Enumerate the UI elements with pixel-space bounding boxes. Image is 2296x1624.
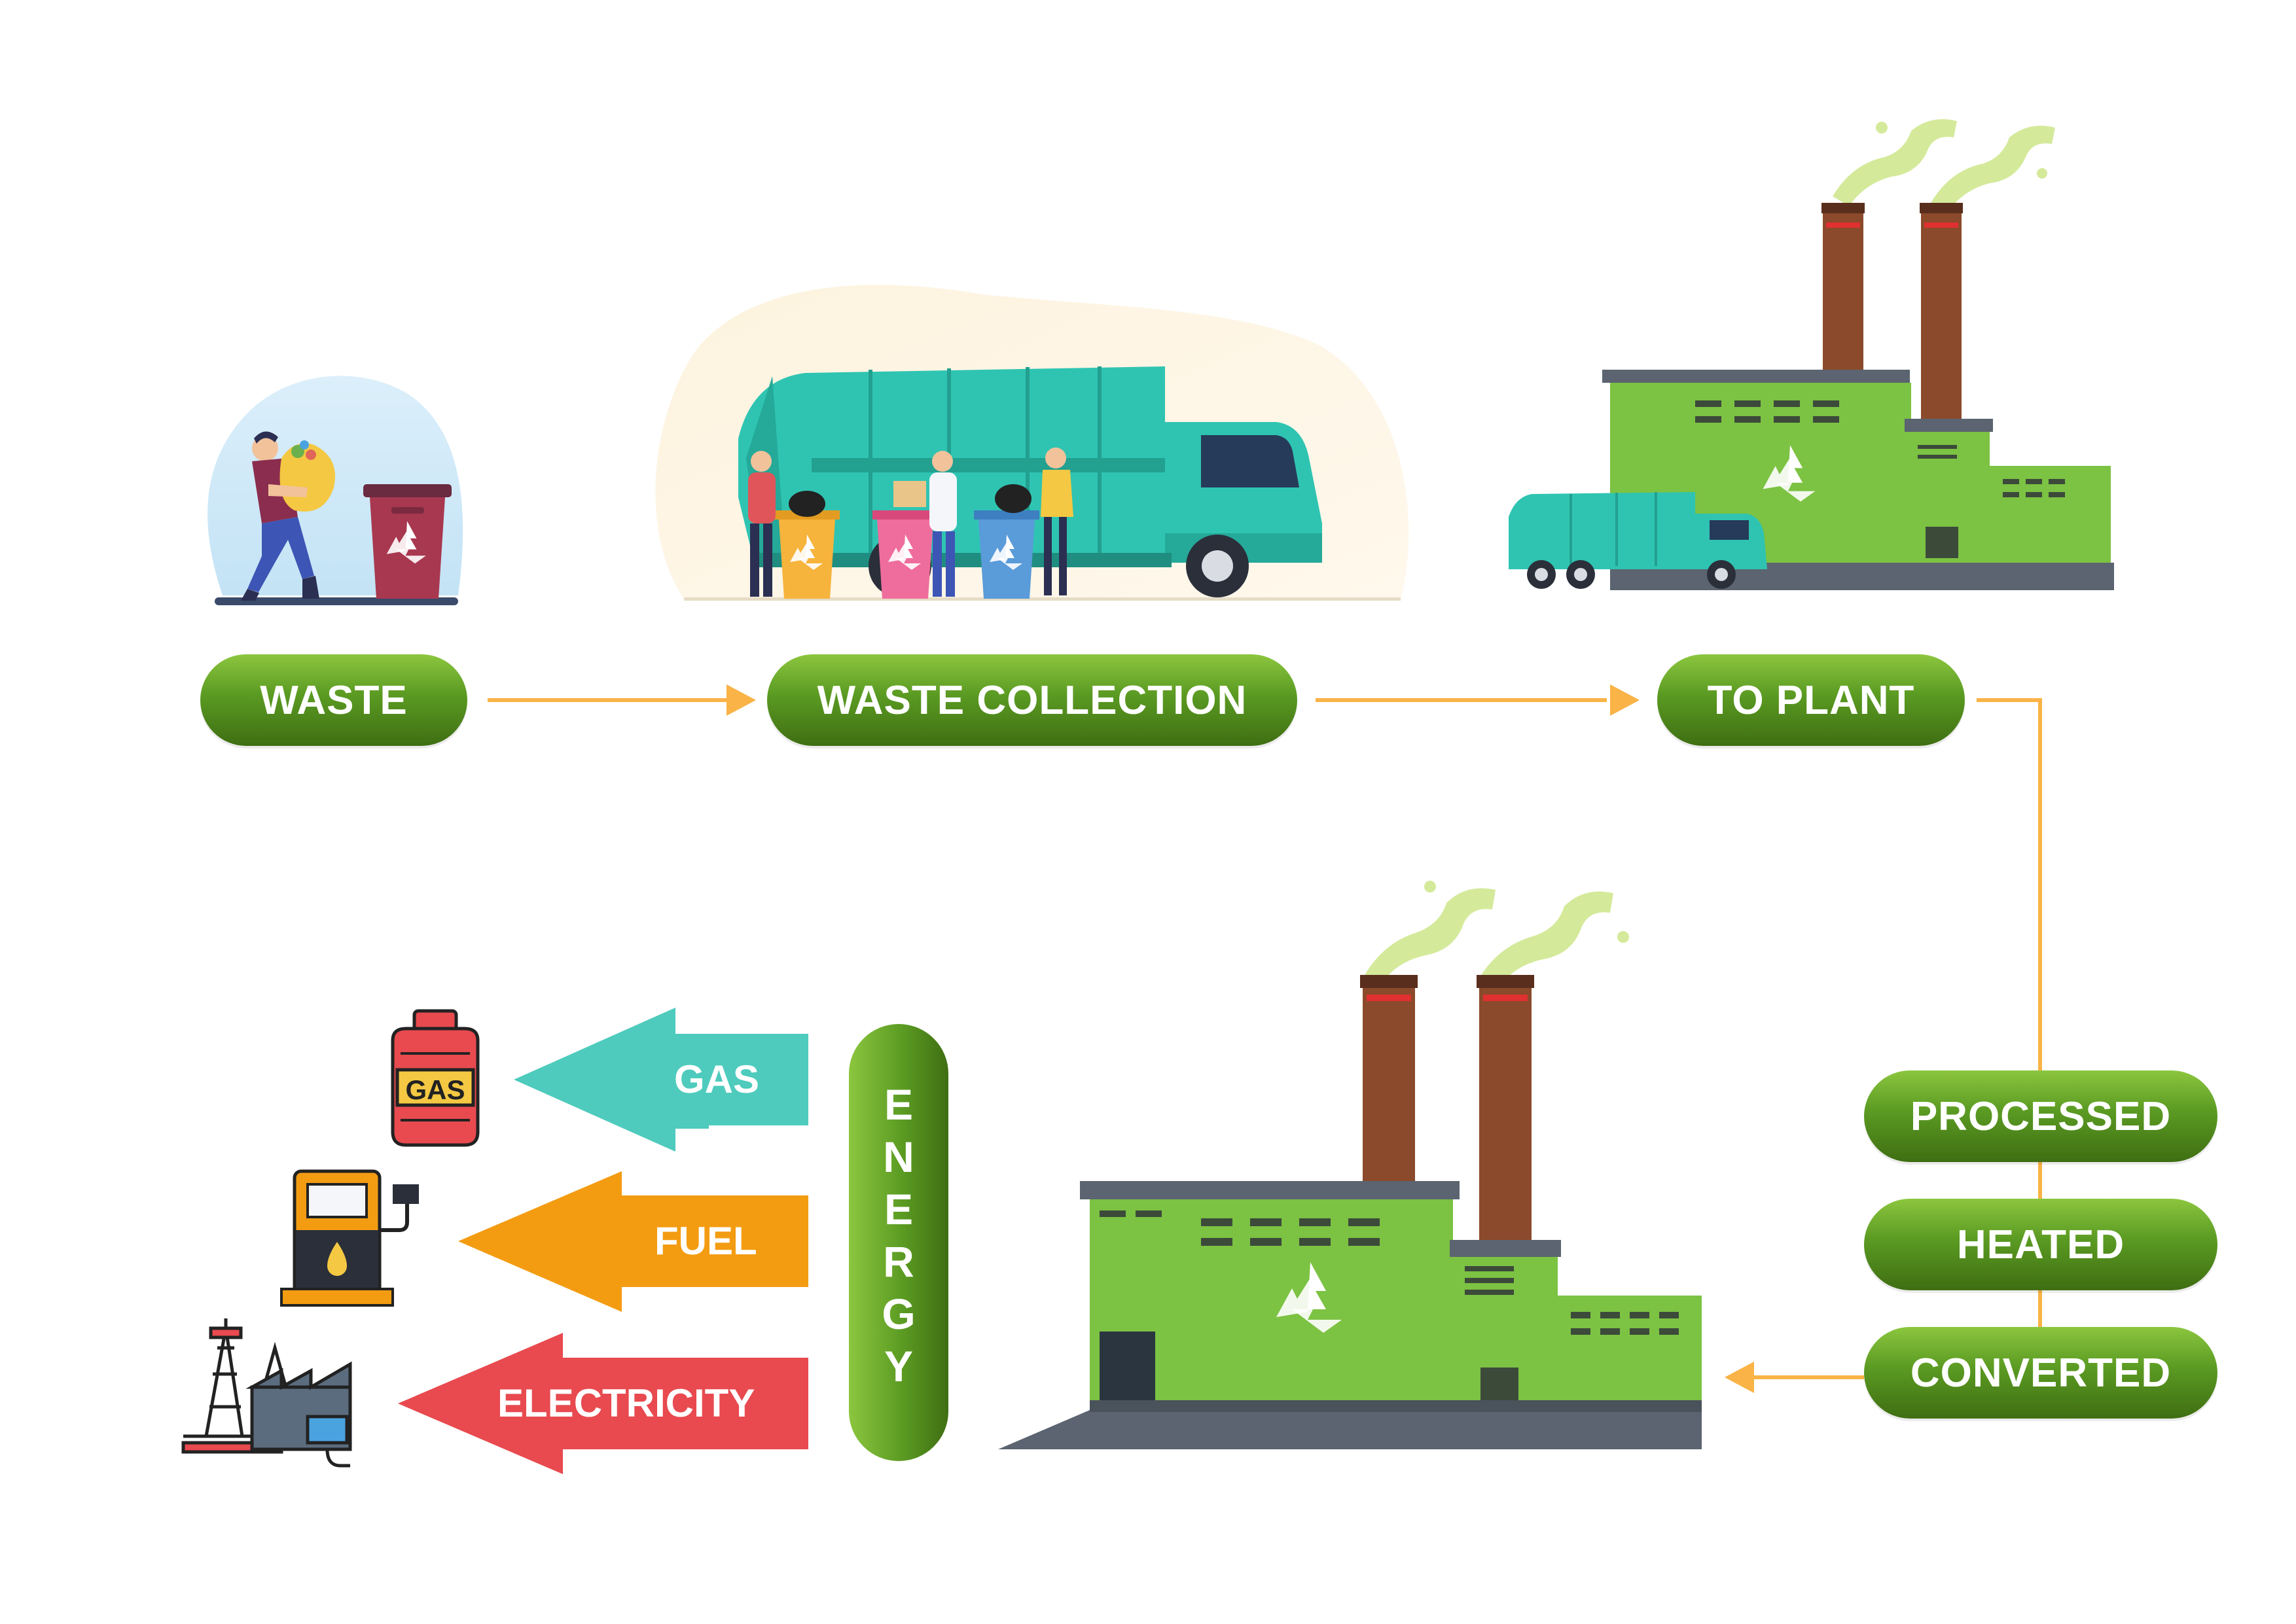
electricity-arrow bbox=[398, 1333, 808, 1474]
energy-letter: N bbox=[883, 1133, 914, 1181]
converted-pill: CONVERTED bbox=[1864, 1327, 2217, 1419]
chimney-right bbox=[1921, 203, 1962, 425]
power-plant-icon bbox=[181, 1318, 352, 1468]
connector-arrowheads bbox=[726, 684, 1754, 1393]
fuel-label: FUEL bbox=[655, 1219, 757, 1263]
to-plant-pill: TO PLANT bbox=[1657, 654, 1965, 746]
heated-label: HEATED bbox=[1956, 1222, 2125, 1267]
gas-cylinder-icon: GAS bbox=[391, 1009, 480, 1147]
energy-letter: Y bbox=[884, 1342, 914, 1390]
waste-illustration bbox=[207, 376, 463, 605]
waste-collection-pill: WASTE COLLECTION bbox=[767, 654, 1297, 746]
heated-pill: HEATED bbox=[1864, 1199, 2217, 1290]
recycle-bin-icon bbox=[363, 484, 452, 599]
flow-connectors bbox=[488, 698, 2042, 1379]
smoke-icon-2 bbox=[1365, 881, 1629, 988]
smoke-icon bbox=[1833, 119, 2055, 213]
to-plant-label: TO PLANT bbox=[1707, 677, 1915, 723]
conversion-plant-illustration bbox=[998, 881, 1702, 1449]
waste-collection-label: WASTE COLLECTION bbox=[817, 677, 1247, 723]
workers-icon bbox=[748, 448, 1073, 597]
waste-collection-illustration bbox=[655, 285, 1409, 601]
chimney-left bbox=[1823, 203, 1863, 380]
energy-letter: G bbox=[882, 1290, 916, 1338]
person-carrying-bag-icon bbox=[241, 431, 335, 601]
output-arrows bbox=[398, 1008, 808, 1474]
energy-pill: E N E R G Y bbox=[849, 1024, 948, 1461]
waste-label: WASTE bbox=[260, 677, 408, 723]
gas-label: GAS bbox=[674, 1057, 760, 1101]
energy-letter: E bbox=[884, 1080, 914, 1129]
energy-letter: E bbox=[884, 1185, 914, 1233]
electricity-label: ELECTRICITY bbox=[497, 1381, 755, 1425]
fuel-arrow bbox=[458, 1171, 808, 1312]
processed-label: PROCESSED bbox=[1910, 1093, 2172, 1139]
waste-pill: WASTE bbox=[200, 654, 467, 746]
small-truck-icon bbox=[1509, 492, 1767, 589]
gas-arrow bbox=[514, 1008, 808, 1152]
converted-label: CONVERTED bbox=[1910, 1350, 2172, 1396]
recycling-bins-icon bbox=[774, 484, 1039, 599]
energy-letter: R bbox=[883, 1237, 914, 1286]
fuel-pump-icon bbox=[280, 1169, 419, 1307]
to-plant-illustration bbox=[1509, 119, 2114, 590]
processed-pill: PROCESSED bbox=[1864, 1070, 2217, 1162]
factory-icon-2 bbox=[998, 1181, 1702, 1449]
gas-cylinder-label: GAS bbox=[405, 1074, 465, 1105]
